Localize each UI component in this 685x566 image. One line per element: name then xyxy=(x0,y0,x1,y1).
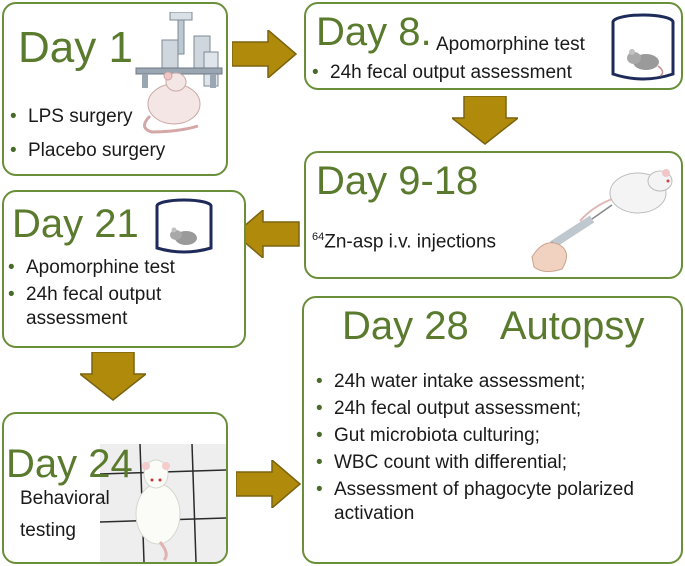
day24-title: Day 24 xyxy=(6,442,133,486)
list-item: Apomorphine test xyxy=(6,256,175,280)
list-item: 24h fecal output xyxy=(6,283,175,307)
list-item: 24h water intake assessment; xyxy=(314,370,634,394)
day9-injection-text: 64Zn-asp i.v. injections xyxy=(312,231,496,254)
day8-list: 24h fecal output assessment xyxy=(310,61,572,85)
list-item: assessment xyxy=(6,307,175,331)
list-item: Placebo surgery xyxy=(8,139,165,163)
arrow-down-1 xyxy=(452,96,518,145)
day24-line1: Behavioral xyxy=(20,488,110,509)
day8-box: Day 8. Apomorphine test 24h fecal output… xyxy=(304,2,683,90)
list-item: Gut microbiota culturing; xyxy=(314,424,634,448)
list-item: WBC count with differential; xyxy=(314,451,634,475)
list-item-continuation: assessment xyxy=(26,308,128,329)
list-item: activation xyxy=(314,502,634,526)
day1-box: Day 1 LPS surgery Placebo surgery xyxy=(2,2,228,176)
arrow-right-2 xyxy=(236,460,302,508)
day1-list: LPS surgery Placebo surgery xyxy=(8,105,165,163)
day9-injection-label: Zn-asp i.v. injections xyxy=(324,231,497,253)
list-item: 24h fecal output assessment; xyxy=(314,397,634,421)
arrow-right-1 xyxy=(232,30,298,78)
day9-title: Day 9-18 xyxy=(316,159,479,203)
day28-list: 24h water intake assessment; 24h fecal o… xyxy=(314,370,634,526)
day8-title-dot: . xyxy=(420,10,432,54)
day8-title-text: Day 8 xyxy=(316,10,421,54)
isotope-superscript: 64 xyxy=(312,231,325,243)
day1-title: Day 1 xyxy=(18,23,133,72)
day21-list: Apomorphine test 24h fecal output assess… xyxy=(6,256,175,331)
day9-box: Day 9-18 64Zn-asp i.v. injections xyxy=(304,151,683,279)
list-item: LPS surgery xyxy=(8,105,165,129)
day28-box: Day 28 Autopsy 24h water intake assessme… xyxy=(302,296,683,564)
day28-title: Day 28 Autopsy xyxy=(342,304,645,348)
white-rat-photo-icon xyxy=(100,444,226,562)
day21-box: Day 21 Apomorphine test 24h fecal output… xyxy=(2,190,246,348)
arrow-left-1 xyxy=(235,210,300,258)
list-item-continuation: activation xyxy=(334,503,415,524)
rat-cage-icon xyxy=(611,13,675,81)
list-item: 24h fecal output assessment xyxy=(310,61,572,85)
syringe-rat-icon xyxy=(531,169,673,273)
arrow-down-2 xyxy=(80,352,146,401)
day8-subtitle: Apomorphine test xyxy=(436,34,585,55)
day24-line2: testing xyxy=(20,520,76,541)
day24-box: Day 24 Behavioral testing xyxy=(2,412,228,564)
day21-title: Day 21 xyxy=(12,202,139,246)
list-item: Assessment of phagocyte polarized xyxy=(314,478,634,502)
day8-title: Day 8. xyxy=(316,12,432,52)
rat-cage-icon xyxy=(155,198,213,254)
